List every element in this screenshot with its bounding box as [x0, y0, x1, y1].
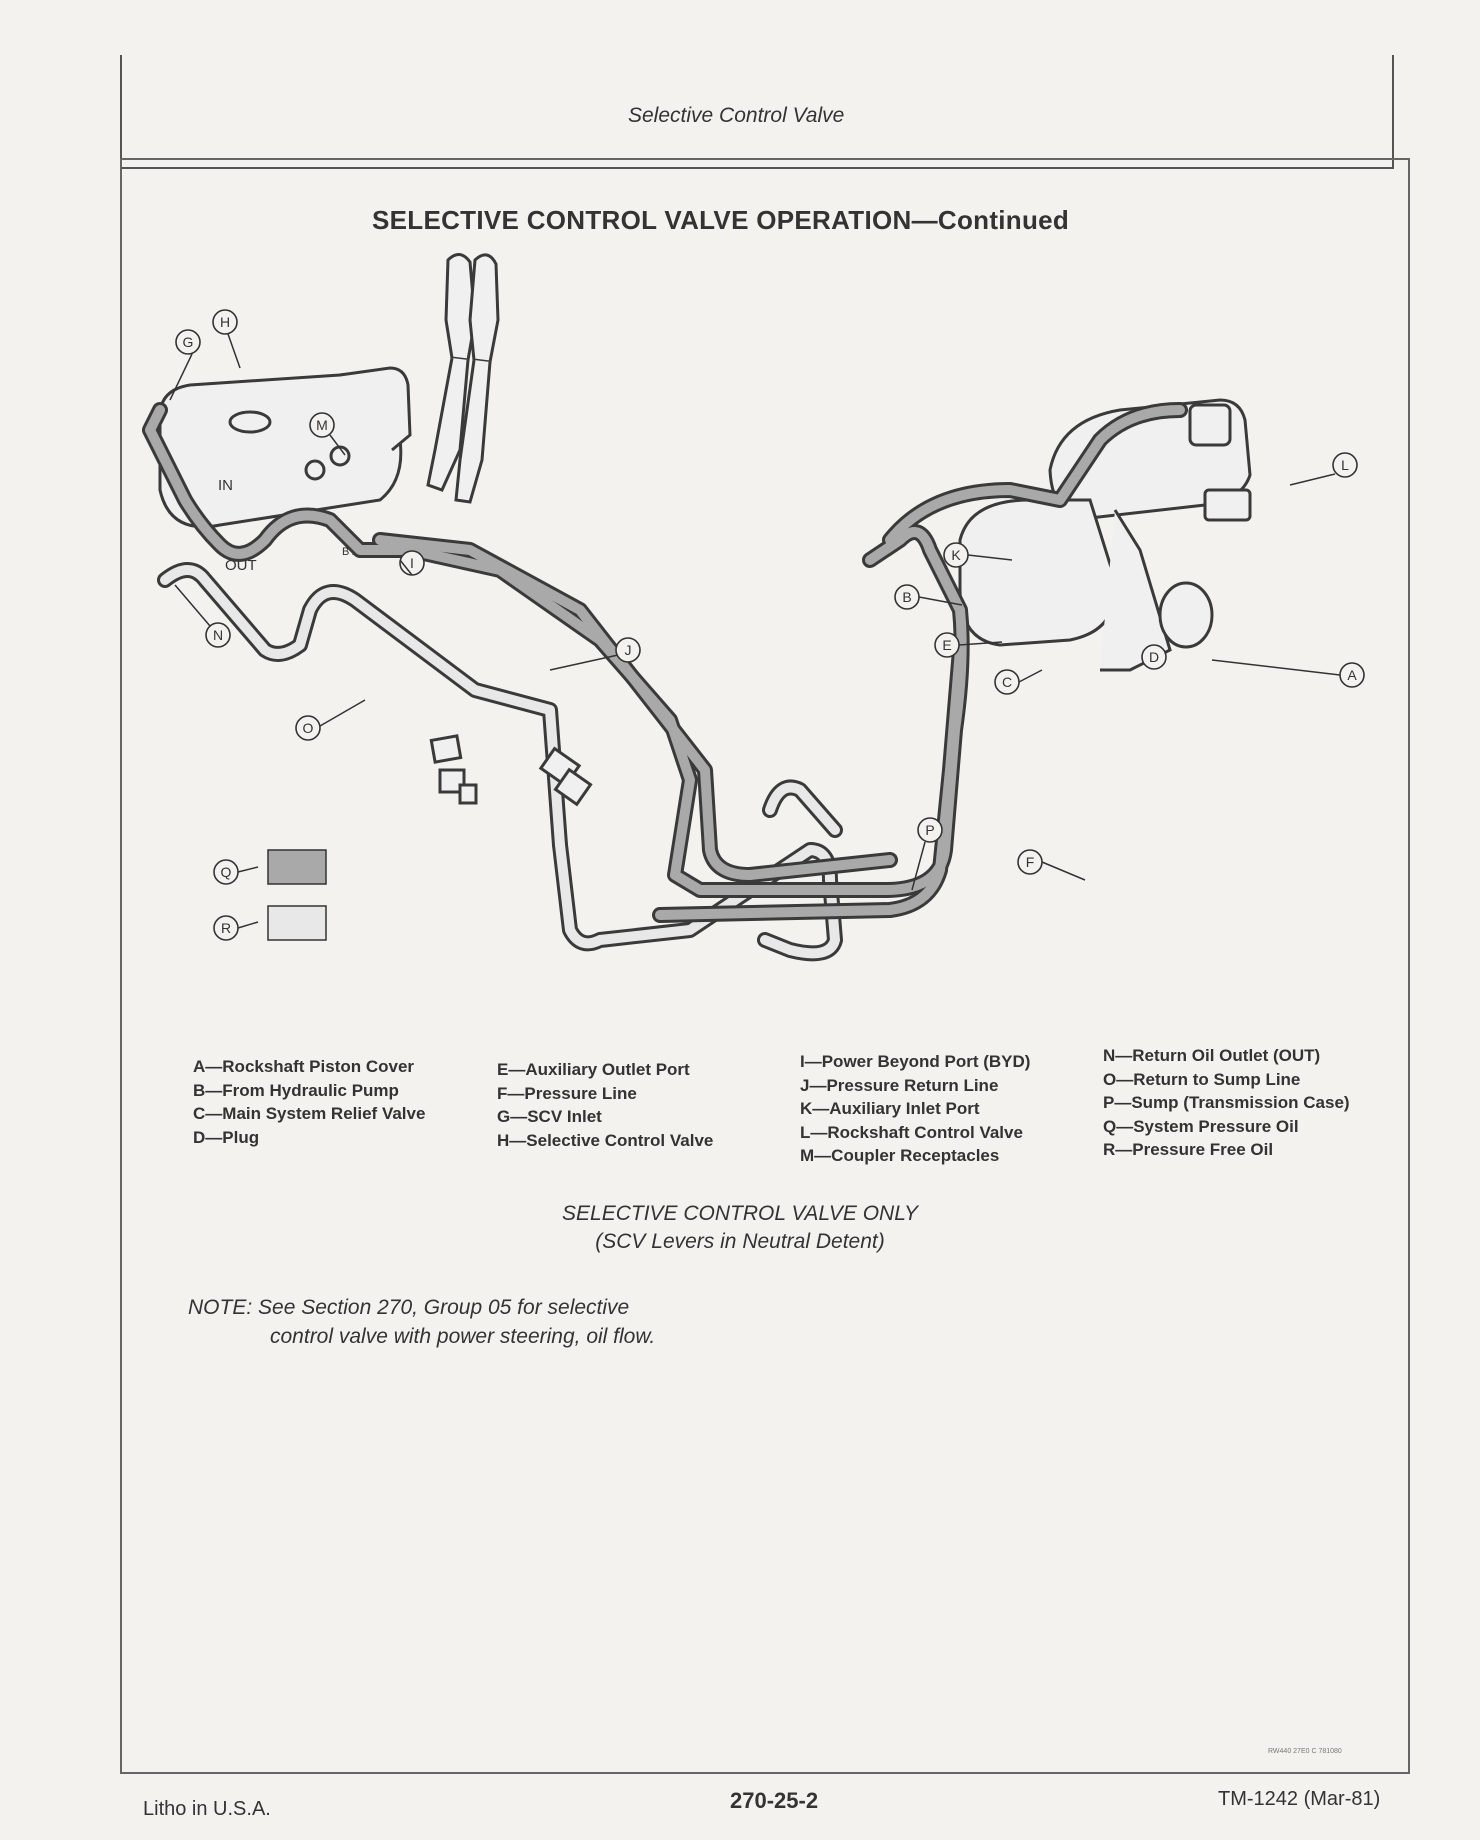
svg-text:J: J — [625, 642, 632, 658]
callout-a: A — [1339, 662, 1365, 688]
figure-caption-subtitle: (SCV Levers in Neutral Detent) — [595, 1230, 885, 1253]
hydraulic-diagram: IN OUT BYP — [142, 253, 1365, 962]
svg-text:I: I — [410, 555, 414, 571]
callout-o: O — [295, 715, 321, 741]
callout-c: C — [994, 669, 1020, 695]
legend-item: J—Pressure Return Line — [800, 1075, 999, 1095]
callout-i: I — [399, 550, 425, 576]
legend-column-2: E—Auxiliary Outlet Port F—Pressure Line … — [497, 1058, 713, 1152]
manual-code: TM-1242 (Mar-81) — [1218, 1788, 1381, 1810]
callout-e: E — [934, 632, 960, 658]
legend-item: O—Return to Sump Line — [1103, 1069, 1301, 1089]
note-line-1: NOTE: See Section 270, Group 05 for sele… — [188, 1296, 630, 1319]
svg-text:L: L — [1341, 457, 1349, 473]
callout-q: Q — [213, 859, 239, 885]
svg-text:A: A — [1347, 667, 1357, 683]
legend-item: G—SCV Inlet — [497, 1107, 602, 1126]
svg-text:O: O — [303, 720, 314, 736]
running-header: Selective Control Valve — [628, 104, 845, 127]
svg-text:D: D — [1149, 649, 1159, 665]
note-block: NOTE: See Section 270, Group 05 for sele… — [188, 1293, 655, 1351]
legend-item: Q—System Pressure Oil — [1103, 1116, 1299, 1136]
legend-item: N—Return Oil Outlet (OUT) — [1103, 1046, 1321, 1065]
svg-text:F: F — [1026, 854, 1035, 870]
legend-item: D—Plug — [193, 1127, 260, 1147]
callout-g: G — [175, 329, 201, 355]
header-frame — [120, 55, 1394, 169]
legend-item: E—Auxiliary Outlet Port — [497, 1060, 690, 1079]
legend-column-4: N—Return Oil Outlet (OUT) O—Return to Su… — [1103, 1044, 1350, 1162]
callout-j: J — [615, 637, 641, 663]
swatch-pressure-free-oil — [267, 905, 327, 941]
note-line-2: control valve with power steering, oil f… — [270, 1325, 656, 1348]
legend-item: A—Rockshaft Piston Cover — [193, 1057, 415, 1076]
callout-r: R — [213, 915, 239, 941]
svg-text:C: C — [1002, 674, 1012, 690]
callout-l: L — [1332, 452, 1358, 478]
callout-k: K — [943, 542, 969, 568]
legend-column-1: A—Rockshaft Piston Cover B—From Hydrauli… — [193, 1055, 425, 1149]
legend-item: F—Pressure Line — [497, 1083, 637, 1103]
callout-m: M — [309, 412, 335, 438]
port-label-in: IN — [218, 477, 233, 494]
svg-text:P: P — [925, 822, 934, 838]
scv-levers — [426, 253, 500, 504]
svg-text:K: K — [951, 547, 961, 563]
legend-item: I—Power Beyond Port (BYD) — [800, 1052, 1031, 1071]
svg-text:E: E — [942, 637, 951, 653]
legend-item: L—Rockshaft Control Valve — [800, 1122, 1023, 1142]
callout-b: B — [894, 584, 920, 610]
page-frame — [120, 158, 1410, 1774]
callout-p: P — [917, 817, 943, 843]
legend-item: B—From Hydraulic Pump — [193, 1080, 399, 1100]
callout-leaders — [169, 333, 1341, 929]
image-code: RW440 27E0 C 781080 — [1268, 1748, 1342, 1755]
legend-item: P—Sump (Transmission Case) — [1103, 1093, 1350, 1112]
legend-item: R—Pressure Free Oil — [1103, 1140, 1274, 1159]
line-fittings — [429, 734, 593, 807]
svg-text:M: M — [316, 417, 328, 433]
callout-h: H — [212, 309, 238, 335]
figure-caption-title: SELECTIVE CONTROL VALVE ONLY — [562, 1202, 918, 1225]
footer-print-location: Litho in U.S.A. — [143, 1798, 271, 1820]
section-heading: SELECTIVE CONTROL VALVE OPERATION—Contin… — [372, 205, 1070, 235]
svg-text:B: B — [902, 589, 911, 605]
svg-text:H: H — [220, 314, 230, 330]
svg-text:Q: Q — [221, 864, 232, 880]
svg-text:R: R — [221, 920, 231, 936]
svg-text:N: N — [213, 627, 223, 643]
legend-item: H—Selective Control Valve — [497, 1130, 714, 1150]
callout-n: N — [205, 622, 231, 648]
callout-d: D — [1141, 644, 1167, 670]
legend-column-3: I—Power Beyond Port (BYD) J—Pressure Ret… — [800, 1050, 1030, 1168]
page-number: 270-25-2 — [730, 1788, 819, 1813]
swatch-system-pressure-oil — [267, 849, 327, 885]
legend-item: C—Main System Relief Valve — [193, 1104, 426, 1123]
callout-f: F — [1017, 849, 1043, 875]
svg-text:G: G — [183, 334, 194, 350]
legend-item: M—Coupler Receptacles — [800, 1146, 1000, 1165]
selective-control-valve-body — [158, 366, 412, 529]
legend-item: K—Auxiliary Inlet Port — [800, 1099, 980, 1118]
